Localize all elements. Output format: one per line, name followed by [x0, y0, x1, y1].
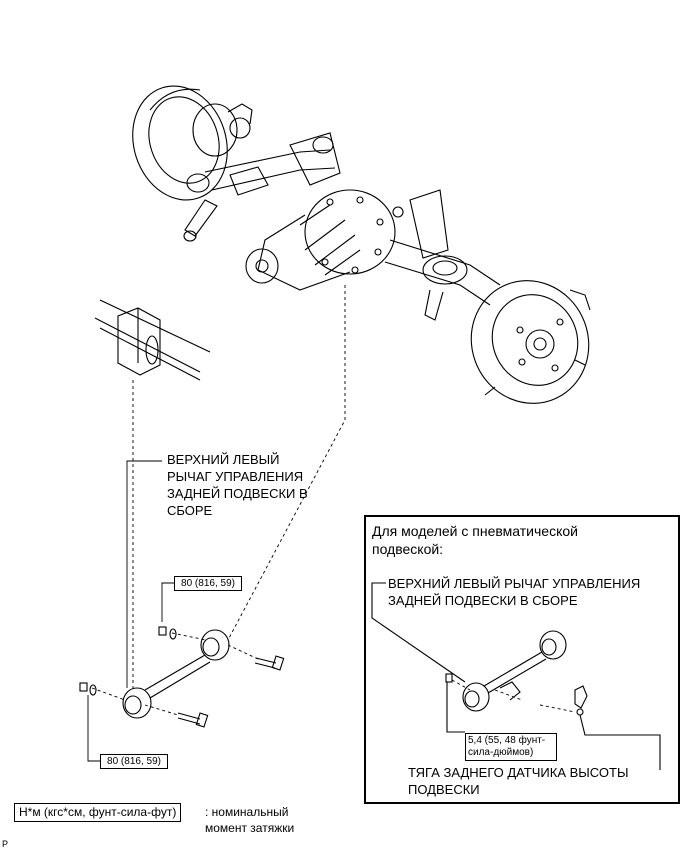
torque-unit-legend: Н*м (кгс*см, фунт-сила-фут) [14, 803, 182, 822]
corner-mark: P [2, 839, 9, 849]
callout-lines [87, 460, 174, 762]
air-suspension-title: Для моделей с пневматической подвеской: [372, 523, 578, 557]
frame-rail [94, 299, 211, 381]
inset-arm-label: ВЕРХНИЙ ЛЕВЫЙ РЫЧАГ УПРАВЛЕНИЯ ЗАДНЕЙ ПО… [388, 576, 641, 608]
torque-spec-top: 80 (816, 59) [174, 576, 242, 591]
height-sensor-link-label: ТЯГА ЗАДНЕГО ДАТЧИКА ВЫСОТЫ ПОДВЕСКИ [408, 765, 629, 797]
dashed-guides [91, 285, 576, 716]
air-suspension-panel [364, 515, 680, 804]
rear-axle-illustration [132, 85, 591, 404]
upper-left-arm-label: ВЕРХНИЙ ЛЕВЫЙ РЫЧАГ УПРАВЛЕНИЯ ЗАДНЕЙ ПО… [167, 452, 308, 518]
upper-arm-assembly [79, 626, 285, 728]
inset-arm-assembly [371, 582, 661, 770]
torque-legend-description: : номинальный момент затяжки [205, 805, 295, 835]
torque-spec-bottom: 80 (816, 59) [100, 754, 168, 769]
inset-torque-spec: 5,4 (55, 48 фунт- сила-дюймов) [465, 733, 557, 761]
